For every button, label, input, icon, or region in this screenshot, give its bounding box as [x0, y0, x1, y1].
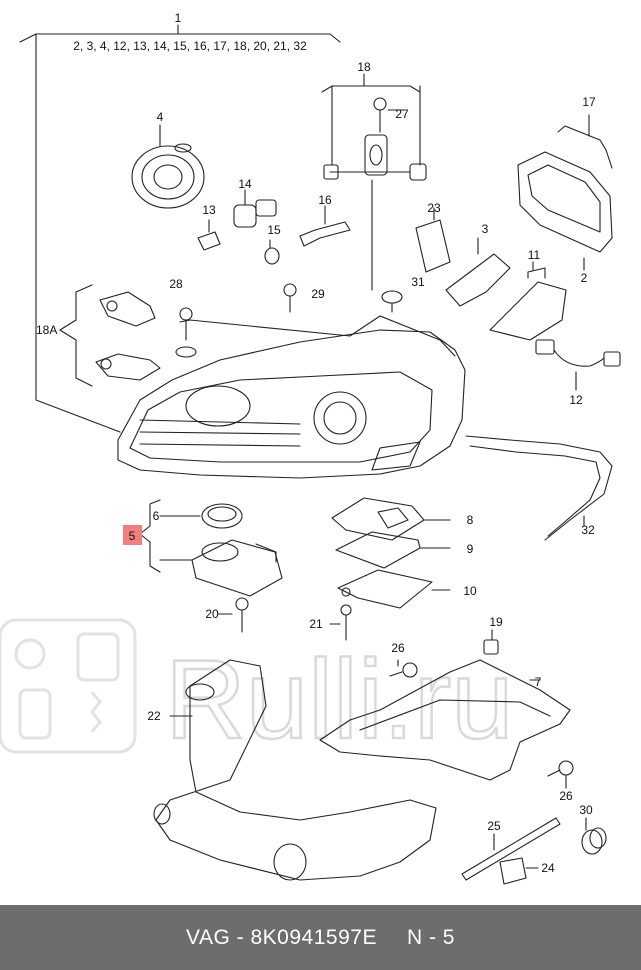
- part-14-label: 14: [238, 177, 252, 191]
- part-7-label: 7: [535, 675, 542, 689]
- watermark-text: Rulli.ru: [165, 637, 514, 762]
- part-13-bulb: [197, 219, 221, 251]
- part-25-label: 25: [487, 819, 501, 833]
- part-18-mount: [323, 97, 427, 181]
- part-23-label: 23: [427, 201, 441, 215]
- part-26-screw-top: [389, 659, 418, 678]
- part-11-label: 11: [528, 248, 541, 262]
- part-22-label: 22: [147, 709, 161, 723]
- part-3-bulb: [445, 237, 511, 307]
- part-10-gasket: [337, 569, 451, 609]
- part-15-label: 15: [267, 223, 281, 237]
- part-12-wire: [535, 339, 621, 391]
- exploded-parts-diagram: Rulli.ru: [0, 11, 621, 885]
- part-21-screw: [329, 604, 352, 641]
- part-4-label: 4: [157, 110, 164, 124]
- part-28-label: 28: [169, 277, 183, 291]
- part-6-ring: [201, 503, 243, 529]
- watermark: [0, 618, 137, 754]
- part-16-bulb: [299, 205, 351, 247]
- footer-separator: -: [236, 925, 245, 949]
- part-7-bracket: [319, 659, 571, 781]
- group-1-leader: [35, 33, 121, 433]
- part-24-label: 24: [541, 861, 555, 875]
- group-1-number: 1: [175, 11, 182, 25]
- part-26-screw-bottom: [547, 760, 574, 789]
- part-21-label: 21: [309, 617, 323, 631]
- part-29-screw: [283, 283, 297, 313]
- part-13-label: 13: [202, 203, 216, 217]
- part-8-gasket: [331, 497, 451, 541]
- part-19-label: 19: [489, 615, 503, 629]
- part-16-label: 16: [318, 193, 332, 207]
- part-14-socket: [233, 189, 277, 228]
- part-26-label-bottom: 26: [559, 789, 573, 803]
- part-27-label: 27: [395, 107, 409, 121]
- part-17-label: 17: [582, 95, 596, 109]
- part-2-label: 2: [581, 271, 588, 285]
- part-4-cap: [131, 124, 205, 209]
- part-32-label: 32: [581, 523, 595, 537]
- part-6-label: 6: [153, 509, 160, 523]
- part-5-label: 5: [129, 529, 136, 543]
- part-25-rod: [461, 817, 561, 881]
- part-22-carrier: [153, 659, 437, 881]
- group-18A-bracket: [59, 284, 93, 387]
- part-3-label: 3: [482, 222, 489, 236]
- part-8-label: 8: [467, 513, 474, 527]
- part-10-label: 10: [463, 584, 477, 598]
- part-5-control-unit: [191, 539, 283, 597]
- footer-brand: VAG: [186, 925, 231, 949]
- group-18A-number: 18A: [36, 323, 57, 337]
- part-31-plug: [381, 290, 403, 313]
- headlight-housing: [117, 315, 466, 479]
- part-11-ballast: [489, 261, 567, 341]
- part-18A-adjuster-top: [99, 291, 156, 327]
- part-18A-adjuster-bottom: [95, 353, 161, 381]
- part-24-clip: [499, 857, 539, 885]
- part-29-label: 29: [311, 287, 325, 301]
- part-32-led-strip: [465, 435, 613, 541]
- part-2-frame: [517, 151, 613, 271]
- group-18-number: 18: [357, 60, 371, 74]
- part-30-label: 30: [579, 803, 593, 817]
- group-1-bracket: [19, 33, 341, 43]
- group-18-bracket: [321, 85, 421, 93]
- part-9-label: 9: [467, 542, 474, 556]
- part-15-bulb: [264, 239, 280, 265]
- part-9-gasket: [335, 531, 451, 569]
- footer-part-number: 8K0941597E: [250, 925, 377, 949]
- part-20-screw: [217, 597, 249, 633]
- car-parts-icon: [0, 618, 137, 754]
- part-19-clip: [483, 629, 499, 655]
- group-1-members: 2, 3, 4, 12, 13, 14, 15, 16, 17, 18, 20,…: [73, 39, 307, 53]
- part-26-label-top: 26: [391, 641, 405, 655]
- part-31-label: 31: [411, 275, 425, 289]
- part-30-plug: [581, 817, 607, 855]
- part-28-screw: [175, 307, 197, 358]
- part-5-highlight-box: [123, 525, 142, 545]
- part-23-connector: [415, 207, 451, 273]
- part-17-clip: [557, 114, 613, 169]
- footer-position-label: N - 5: [406, 925, 455, 949]
- part-number-footer: VAG - 8K0941597E N - 5: [0, 905, 641, 970]
- part-20-label: 20: [205, 607, 219, 621]
- part-12-label: 12: [569, 393, 583, 407]
